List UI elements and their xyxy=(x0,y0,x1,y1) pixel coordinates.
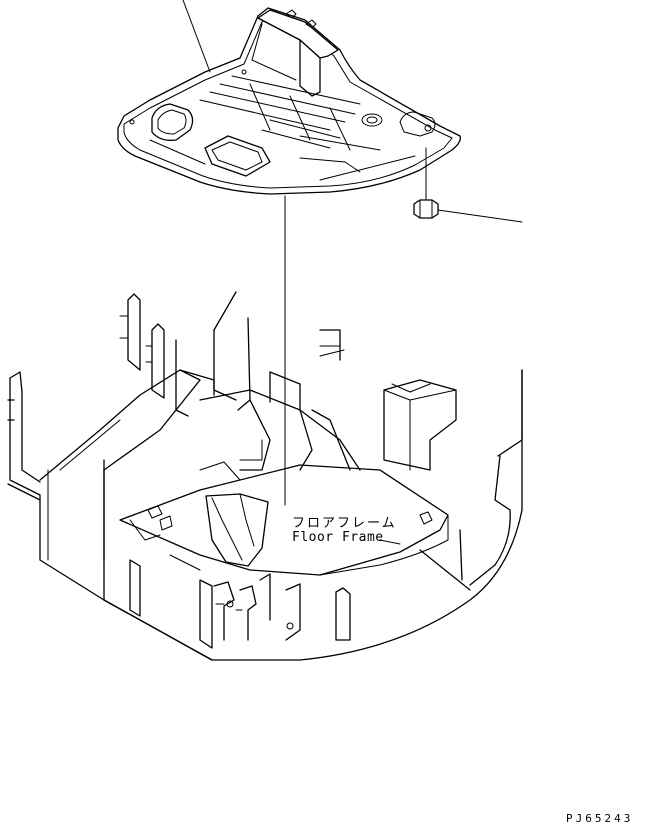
leader-line-top xyxy=(182,0,211,73)
floor-frame-label-jp: フロアフレーム xyxy=(292,516,397,531)
floor-plate xyxy=(117,7,461,195)
drawing-code: PJ65243 xyxy=(566,812,634,825)
floor-frame xyxy=(7,291,523,661)
floor-frame-label-en: Floor Frame xyxy=(292,530,384,545)
bolt xyxy=(413,147,523,223)
